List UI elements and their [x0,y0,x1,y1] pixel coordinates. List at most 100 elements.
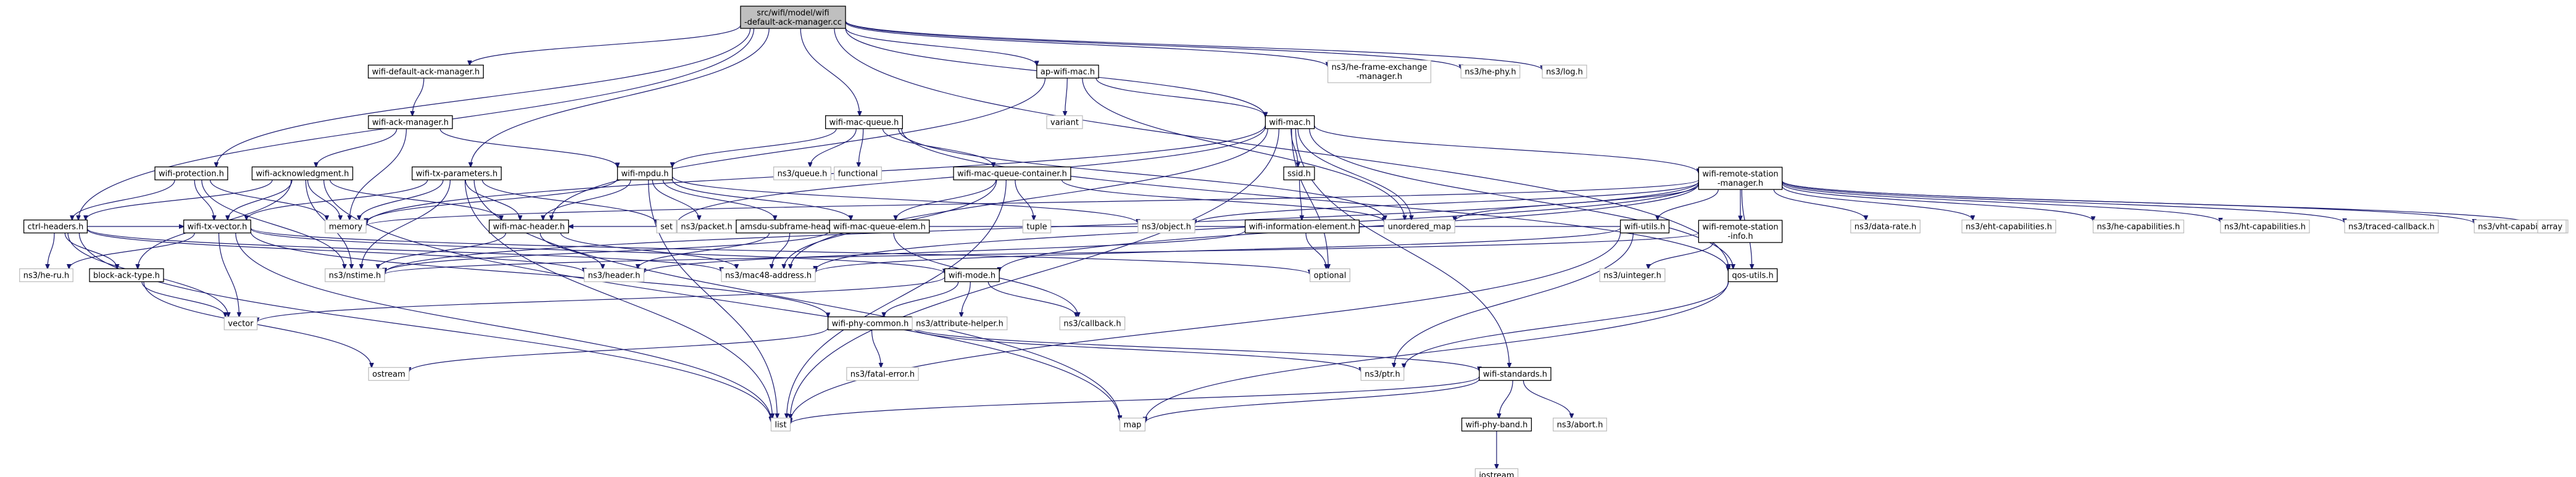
node-label: list [775,421,786,430]
node-bat[interactable]: block-ack-type.h [89,268,164,283]
node-box [953,166,1071,181]
edge-wmpdu-wmqe [671,179,850,220]
node-box [154,166,228,181]
edge-wmac-umap [1297,128,1411,220]
node-label: ns3/data-rate.h [1855,223,1916,232]
node-wphyc[interactable]: wifi-phy-common.h [827,316,913,331]
node-box [1474,468,1519,477]
node-box [1360,367,1405,381]
node-box [1265,115,1315,130]
node-packet: ns3/packet.h [676,219,737,234]
node-label: ns3/ptr.h [1365,370,1400,380]
node-wmpdu[interactable]: wifi-mpdu.h [617,166,673,181]
node-box [489,219,569,234]
node-label: amsdu-subframe-header.h [740,223,846,232]
node-label: wifi-tx-parameters.h [416,170,497,179]
node-label: block-ack-type.h [93,272,160,281]
node-wtxp[interactable]: wifi-tx-parameters.h [412,166,502,181]
node-box [89,268,164,283]
edge-wprot-memory [209,180,327,220]
node-box [1119,417,1146,432]
node-datarate: ns3/data-rate.h [1850,219,1921,234]
node-label: wifi-mac-queue-container.h [957,170,1067,179]
node-wdam[interactable]: wifi-default-ack-manager.h [368,64,484,79]
node-box [325,219,367,234]
node-box [617,166,673,181]
node-attrh: ns3/attribute-helper.h [912,316,1008,331]
node-box [1046,115,1083,130]
node-box [846,367,919,381]
node-label: ns3/nstime.h [329,272,381,281]
edge-wrsm-htcap [1782,181,2221,222]
node-label: ctrl-headers.h [28,223,84,232]
node-amsdu[interactable]: amsdu-subframe-header.h [736,219,850,234]
node-label: ns3/he-ru.h [23,272,70,281]
node-wmh[interactable]: wifi-mac-header.h [489,219,569,234]
node-box [2220,219,2310,234]
node-label: ns3/abort.h [1557,421,1603,430]
edge-wstd-wpb [1499,380,1513,418]
edge-root-wtxp [471,28,770,167]
node-label: ssid.h [1287,170,1311,179]
node-box [19,268,73,283]
edge-wmq-umap [898,128,1385,220]
node-label: ns3/uinteger.h [1603,272,1661,281]
node-wrsi[interactable]: wifi-remote-station-info.h [1698,220,1783,243]
node-label: ostream [372,370,405,380]
node-ehtcap: ns3/eht-capabilities.h [1961,219,2056,234]
edge-wdam-wam [412,78,425,116]
node-label: src/wifi/model/wifi [757,9,829,18]
edge-wrsm-hecap [1782,183,2093,221]
edge-wmac-list [791,128,1279,419]
edge-wrsm-array [1782,180,2538,226]
node-wpb[interactable]: wifi-phy-band.h [1461,417,1532,432]
edge-wmqc-list [787,180,1007,418]
node-label: -manager.h [1718,179,1763,188]
node-wack[interactable]: wifi-acknowledgment.h [251,166,354,181]
node-label: ns3/packet.h [681,223,733,232]
node-label: iostream [1479,471,1514,477]
node-label: ns3/attribute-helper.h [916,320,1003,329]
node-wmq[interactable]: wifi-mac-queue.h [825,115,903,130]
node-htcap: ns3/ht-capabilities.h [2220,219,2310,234]
edge-wprot-nstime [201,180,344,269]
node-hecap: ns3/he-capabilities.h [2092,219,2185,234]
node-wrsm[interactable]: wifi-remote-station-manager.h [1698,167,1783,190]
node-label: wifi-protection.h [159,170,224,179]
node-ctrl[interactable]: ctrl-headers.h [23,219,88,234]
node-qos[interactable]: qos-utils.h [1727,268,1778,283]
node-abort: ns3/abort.h [1553,417,1607,432]
edge-ssid-wie [1299,180,1302,220]
edge-amsdu-header [638,233,770,269]
node-memory: memory [325,219,367,234]
node-wutils[interactable]: wifi-utils.h [1619,219,1670,234]
edge-qos-ptr [1404,281,1729,368]
node-ptr: ns3/ptr.h [1360,367,1405,381]
node-wstd[interactable]: wifi-standards.h [1479,367,1552,381]
edge-wmqe-nstime [384,231,830,273]
node-ssid[interactable]: ssid.h [1283,166,1315,181]
node-label: wifi-ack-manager.h [372,118,449,128]
node-wtxv[interactable]: wifi-tx-vector.h [183,219,251,234]
node-wmqc[interactable]: wifi-mac-queue-container.h [953,166,1071,181]
node-label: map [1124,421,1142,430]
node-root[interactable]: src/wifi/model/wifi-default-ack-manager.… [740,6,846,29]
node-wmqe[interactable]: wifi-mac-queue-elem.h [829,219,930,234]
edge-wrsm-object [1195,181,1699,224]
edge-wmode-attrh [962,281,971,317]
edge-root-wprot [216,28,751,167]
edge-wam-wmpdu [439,128,617,168]
node-label: wifi-mode.h [949,272,995,281]
node-wmac[interactable]: wifi-mac.h [1265,115,1315,130]
edge-wmpdu-object [671,176,1138,224]
node-box [2344,219,2439,234]
edge-wphyc-ostream [409,327,829,371]
node-wmode[interactable]: wifi-mode.h [944,268,1000,283]
node-label: set [660,223,673,232]
node-wie[interactable]: wifi-information-element.h [1244,219,1360,234]
node-apwm[interactable]: ap-wifi-mac.h [1036,64,1099,79]
node-wam[interactable]: wifi-ack-manager.h [368,115,453,130]
edge-wrsm-ehtcap [1782,185,1973,220]
node-label: -manager.h [1357,72,1402,81]
node-wprot[interactable]: wifi-protection.h [154,166,228,181]
